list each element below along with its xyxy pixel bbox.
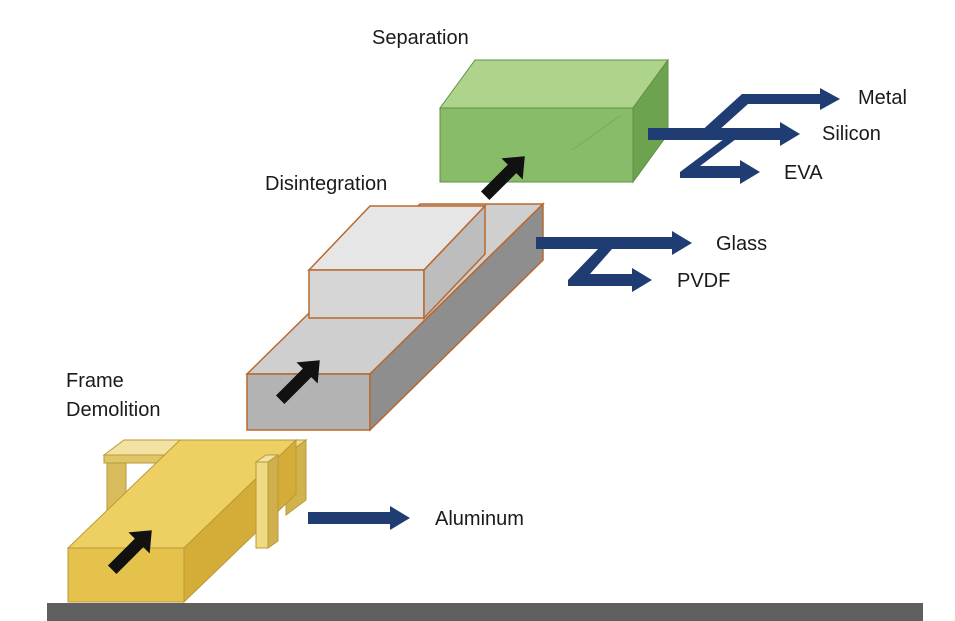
silicon-label: Silicon: [822, 123, 881, 145]
flow-arrow-frame: [107, 530, 152, 575]
flow-arrow-separation: [480, 156, 525, 201]
demolition-label: Demolition: [66, 399, 161, 421]
flow-arrow-disintegration: [275, 360, 320, 405]
eva-label: EVA: [784, 162, 823, 184]
separation-label: Separation: [372, 27, 469, 49]
output-arrows-disintegration: [536, 231, 692, 292]
output-arrows-separation: [648, 88, 840, 184]
separation-box: [439, 58, 669, 184]
frame-demolition-assembly: [66, 438, 308, 604]
pvdf-label: PVDF: [677, 270, 731, 292]
frame-label: Frame: [66, 370, 124, 392]
metal-label: Metal: [858, 87, 907, 109]
glass-label: Glass: [716, 233, 768, 255]
output-arrow-aluminum: [308, 506, 410, 530]
aluminum-label: Aluminum: [435, 508, 524, 530]
disintegration-label: Disintegration: [265, 173, 388, 195]
disintegration-box-top: [307, 204, 487, 320]
bottom-bar: [47, 603, 923, 621]
